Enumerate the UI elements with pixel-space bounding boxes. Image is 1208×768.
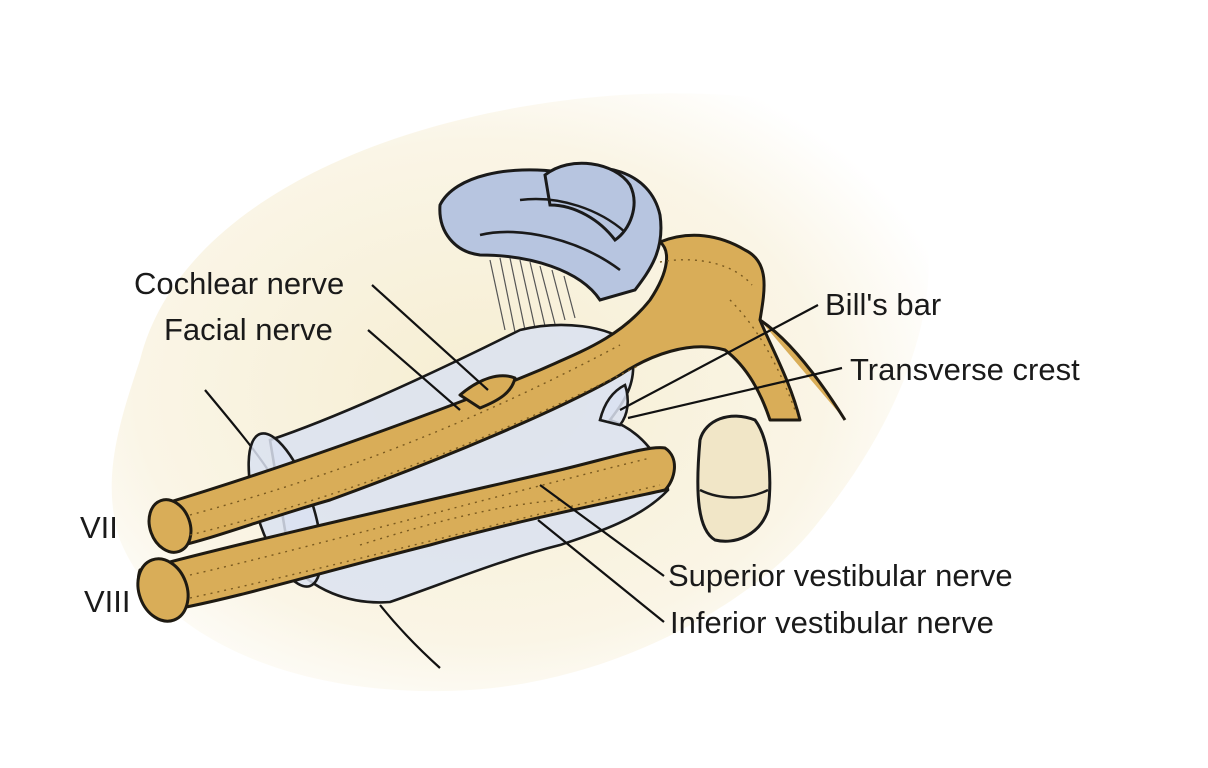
leader-bills-bar xyxy=(619,304,819,411)
label-bills-bar: Bill's bar xyxy=(825,287,941,322)
label-viii: VIII xyxy=(84,584,131,619)
vestibulocochlear-nerve-viii xyxy=(136,446,676,623)
label-facial-nerve: Facial nerve xyxy=(164,312,333,347)
leader-facial-nerve xyxy=(367,329,461,411)
leader-superior-vestibular-nerve xyxy=(539,484,665,577)
leader-inferior-vestibular-nerve xyxy=(537,519,665,623)
canal-wall-lower xyxy=(379,604,441,669)
label-vii: VII xyxy=(80,510,118,545)
cochlea xyxy=(438,161,663,333)
label-inferior-vestibular-nerve: Inferior vestibular nerve xyxy=(670,605,994,640)
bills-bar-ridge xyxy=(598,383,630,427)
facial-nerve-vii xyxy=(147,233,847,554)
bony-pillar xyxy=(696,414,772,543)
label-transverse-crest: Transverse crest xyxy=(850,352,1080,387)
leader-transverse-crest xyxy=(627,366,843,420)
label-cochlear-nerve: Cochlear nerve xyxy=(134,266,344,301)
label-superior-vestibular-nerve: Superior vestibular nerve xyxy=(668,558,1013,593)
leader-cochlear-nerve xyxy=(371,284,489,391)
